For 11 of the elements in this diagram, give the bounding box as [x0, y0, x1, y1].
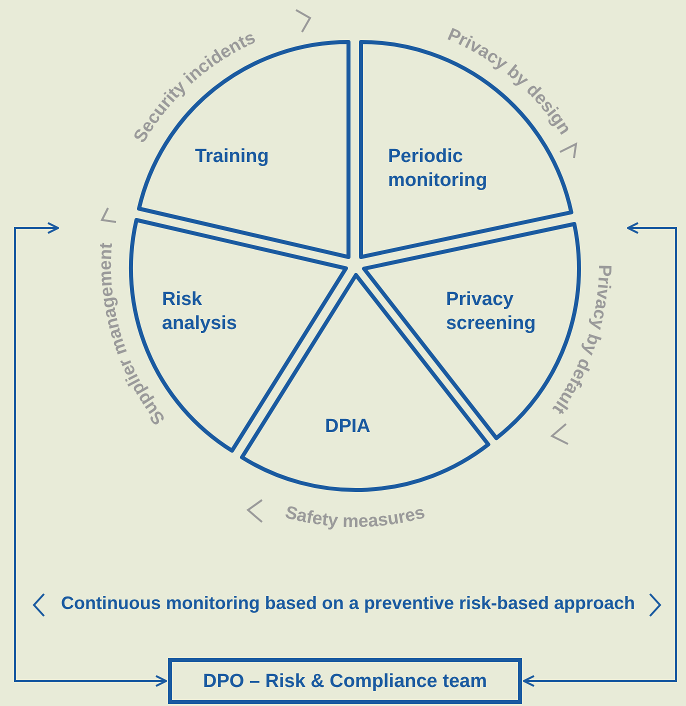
box-label: DPO – Risk & Compliance team: [202, 671, 488, 693]
team-box: [168, 658, 522, 704]
segment-label: Periodic monitoring: [388, 144, 488, 193]
segment-label: Privacy screening: [446, 288, 537, 336]
segment-label: Risk analysis: [162, 288, 238, 336]
connector-arrow: [14, 222, 167, 687]
note-text: Continuous monitoring based on a preventive risk-based approach: [60, 593, 636, 614]
curved-label: Safety measures: [283, 502, 427, 532]
connector-arrow: [523, 222, 677, 687]
segment-label: Training: [194, 144, 270, 169]
segment-label: DPIA: [324, 414, 372, 439]
